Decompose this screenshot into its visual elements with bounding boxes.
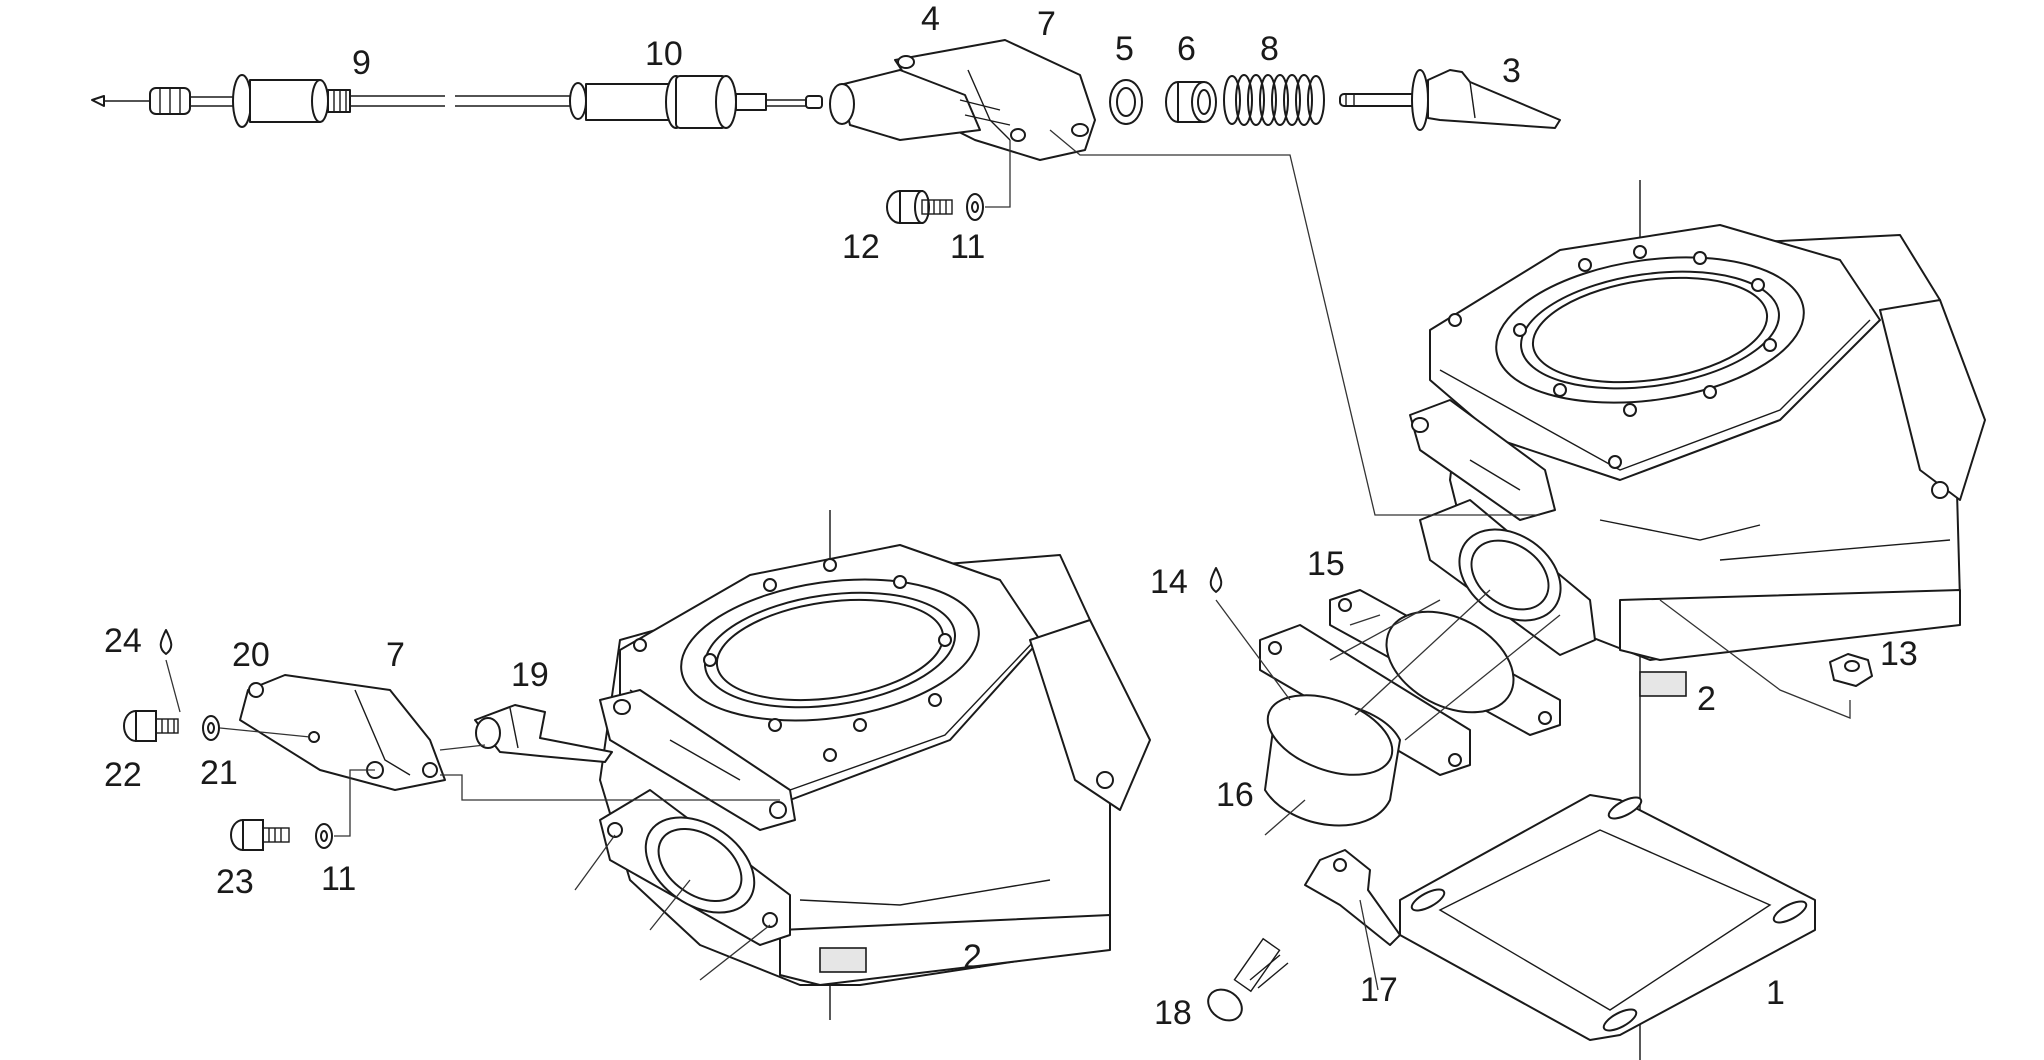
screw-12-top [886, 190, 984, 224]
callout-12: 12 [842, 228, 880, 266]
callout-2-right: 2 [1697, 680, 1716, 718]
callout-16: 16 [1216, 776, 1254, 814]
callout-5: 5 [1115, 30, 1134, 68]
valve-3 [1339, 69, 1561, 131]
callout-15: 15 [1307, 545, 1345, 583]
screw-23 [230, 819, 290, 851]
callout-1: 1 [1766, 974, 1785, 1012]
callout-13: 13 [1880, 635, 1918, 673]
washer-11-bottom [315, 823, 333, 849]
callout-2-left: 2 [963, 938, 982, 976]
drop-icon-24 [159, 629, 173, 655]
cable-assembly [91, 74, 823, 129]
valve-cover-20 [239, 674, 446, 791]
callout-labels: 9 10 4 7 5 6 8 3 12 11 24 20 7 19 22 21 … [104, 0, 1918, 1032]
cylinder-left [599, 510, 1151, 1020]
callout-21: 21 [200, 754, 238, 792]
washer-21 [202, 715, 220, 741]
callout-24: 24 [104, 622, 142, 660]
intake-manifold-16 [1259, 624, 1471, 827]
callout-7: 7 [1037, 5, 1056, 43]
callout-6: 6 [1177, 30, 1196, 68]
screw-22 [123, 710, 179, 742]
callout-23: 23 [216, 863, 254, 901]
callout-20: 20 [232, 636, 270, 674]
callout-7b: 7 [386, 636, 405, 674]
screw-18 [1207, 937, 1289, 1022]
callout-17: 17 [1360, 971, 1398, 1009]
drop-icon-14 [1209, 567, 1223, 593]
gasket-15 [1329, 589, 1561, 736]
callout-4: 4 [921, 0, 940, 38]
nut-13 [1829, 653, 1873, 687]
base-gasket-1 [1399, 794, 1816, 1041]
callout-19: 19 [511, 656, 549, 694]
callout-22: 22 [104, 756, 142, 794]
callout-11b: 11 [321, 860, 356, 898]
callout-8: 8 [1260, 30, 1279, 68]
leader-lines [165, 129, 1851, 991]
valve-housing-top [829, 39, 1096, 161]
callout-9: 9 [352, 44, 371, 82]
bracket-17 [1304, 849, 1401, 946]
callout-10: 10 [645, 35, 683, 73]
valve-19 [474, 704, 613, 763]
callout-18: 18 [1154, 994, 1192, 1032]
bushing-6 [1165, 81, 1217, 123]
callout-14: 14 [1150, 563, 1188, 601]
callout-3: 3 [1502, 52, 1521, 90]
spring-8 [1223, 74, 1325, 126]
cylinder-right [1409, 180, 1986, 1060]
washer-5 [1109, 79, 1143, 125]
callout-11: 11 [950, 228, 985, 266]
